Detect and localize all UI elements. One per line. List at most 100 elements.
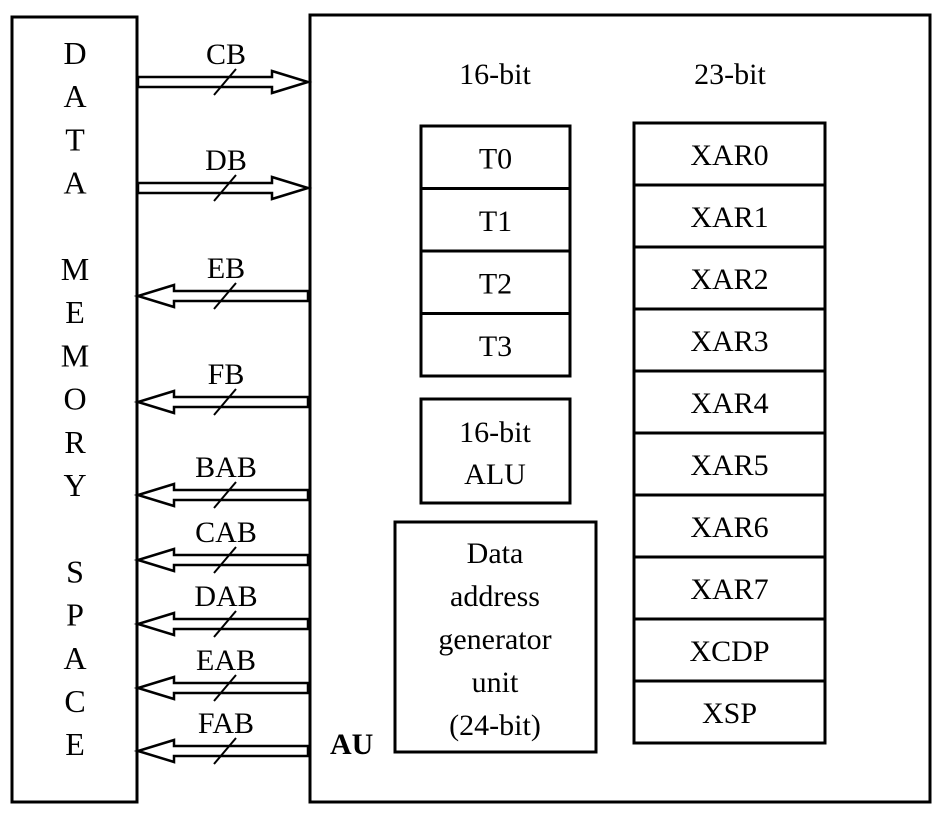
register-label: T2	[479, 267, 512, 300]
dagen-text-line: Data	[467, 537, 524, 570]
bus-label: CAB	[195, 516, 257, 549]
bus-width-tick	[213, 674, 237, 702]
bus-width-tick	[213, 546, 237, 574]
register-t0: T0	[419, 124, 572, 190]
register-xcdp: XCDP	[632, 617, 827, 683]
memory-letter: M	[61, 251, 89, 287]
heading-23-bit: 23-bit	[694, 58, 766, 91]
register-t3: T3	[419, 312, 572, 378]
bus-arrow	[133, 389, 310, 415]
register-label: T1	[479, 205, 512, 238]
dagen-text-line: generator	[438, 623, 551, 656]
bus-eab: EAB	[133, 644, 310, 702]
register-cell	[632, 245, 827, 311]
register-label: T3	[479, 330, 512, 363]
register-label: XAR2	[690, 263, 768, 296]
bus-width-tick	[213, 174, 237, 202]
dagen-text-line: unit	[472, 666, 519, 699]
register-t2: T2	[419, 249, 572, 315]
register-label: XAR3	[690, 325, 768, 358]
data-address-generator-block	[393, 520, 598, 754]
bus-bab: BAB	[133, 451, 310, 509]
memory-letter: O	[63, 381, 86, 417]
memory-letter: A	[63, 78, 86, 114]
bus-cab: CAB	[133, 516, 310, 574]
register-t1: T1	[419, 187, 572, 253]
bus-label: EAB	[196, 644, 256, 677]
register-cell	[632, 617, 827, 683]
register-xar0: XAR0	[632, 121, 827, 187]
dagen-text-line: address	[450, 580, 540, 613]
register-label: XSP	[702, 697, 757, 730]
register-label: XAR5	[690, 449, 768, 482]
memory-letter: M	[61, 337, 89, 373]
bus-label: DB	[205, 144, 247, 177]
memory-letter: D	[63, 35, 86, 71]
register-xsp: XSP	[632, 679, 827, 745]
data-address-generator-label: Data address generator unit (24-bit)	[438, 537, 551, 742]
bus-fab: FAB	[133, 707, 310, 765]
dagen-text-line: (24-bit)	[449, 709, 541, 742]
bus-width-tick	[213, 737, 237, 765]
register-label: XAR0	[690, 139, 768, 172]
bus-width-tick	[213, 68, 237, 96]
alu-block	[419, 397, 572, 505]
memory-letter: Y	[63, 467, 86, 503]
register-cell	[632, 369, 827, 435]
bus-cb: CB	[136, 38, 313, 96]
alu-text-line: ALU	[464, 458, 526, 491]
register-label: XAR6	[690, 511, 768, 544]
bus-width-tick	[213, 481, 237, 509]
register-label: XCDP	[689, 635, 769, 668]
bus-fb: FB	[133, 358, 310, 416]
bus-width-tick	[213, 282, 237, 310]
register-xar3: XAR3	[632, 307, 827, 373]
memory-letter: S	[66, 553, 84, 589]
bus-width-tick	[213, 610, 237, 638]
bus-arrow	[133, 547, 310, 573]
bus-arrow	[133, 283, 310, 309]
bus-group: CB DB EB FB BAB CAB DAB EAB FAB	[133, 38, 313, 765]
register-xar4: XAR4	[632, 369, 827, 435]
bus-arrow	[133, 738, 310, 764]
memory-letter: E	[65, 294, 85, 330]
heading-16-bit: 16-bit	[459, 58, 531, 91]
register-cell	[632, 431, 827, 497]
memory-letter: C	[64, 683, 85, 719]
alu-text-line: 16-bit	[459, 416, 531, 449]
bus-arrow	[133, 675, 310, 701]
au-label: AU	[330, 728, 373, 761]
bus-label: FAB	[198, 707, 254, 740]
bus-arrow	[136, 175, 313, 201]
register-label: XAR7	[690, 573, 768, 606]
register-cell	[419, 312, 572, 378]
bus-eb: EB	[133, 252, 310, 310]
bus-label: BAB	[195, 451, 257, 484]
bus-dab: DAB	[133, 580, 310, 638]
bus-arrow	[133, 482, 310, 508]
register-label: XAR4	[690, 387, 768, 420]
memory-letter: R	[64, 424, 86, 460]
register-cell	[632, 183, 827, 249]
bus-label: EB	[207, 252, 245, 285]
register-xar6: XAR6	[632, 493, 827, 559]
memory-letter: E	[65, 726, 85, 762]
register-label: XAR1	[690, 201, 768, 234]
memory-letter: A	[63, 640, 86, 676]
bus-width-tick	[213, 388, 237, 416]
bus-arrow	[133, 611, 310, 637]
register-xar1: XAR1	[632, 183, 827, 249]
register-label: T0	[479, 142, 512, 175]
bus-arrow	[136, 69, 313, 95]
memory-letter: P	[66, 597, 84, 633]
bus-db: DB	[136, 144, 313, 202]
bus-label: DAB	[194, 580, 257, 613]
register-cell	[632, 679, 827, 745]
bus-label: FB	[208, 358, 245, 391]
